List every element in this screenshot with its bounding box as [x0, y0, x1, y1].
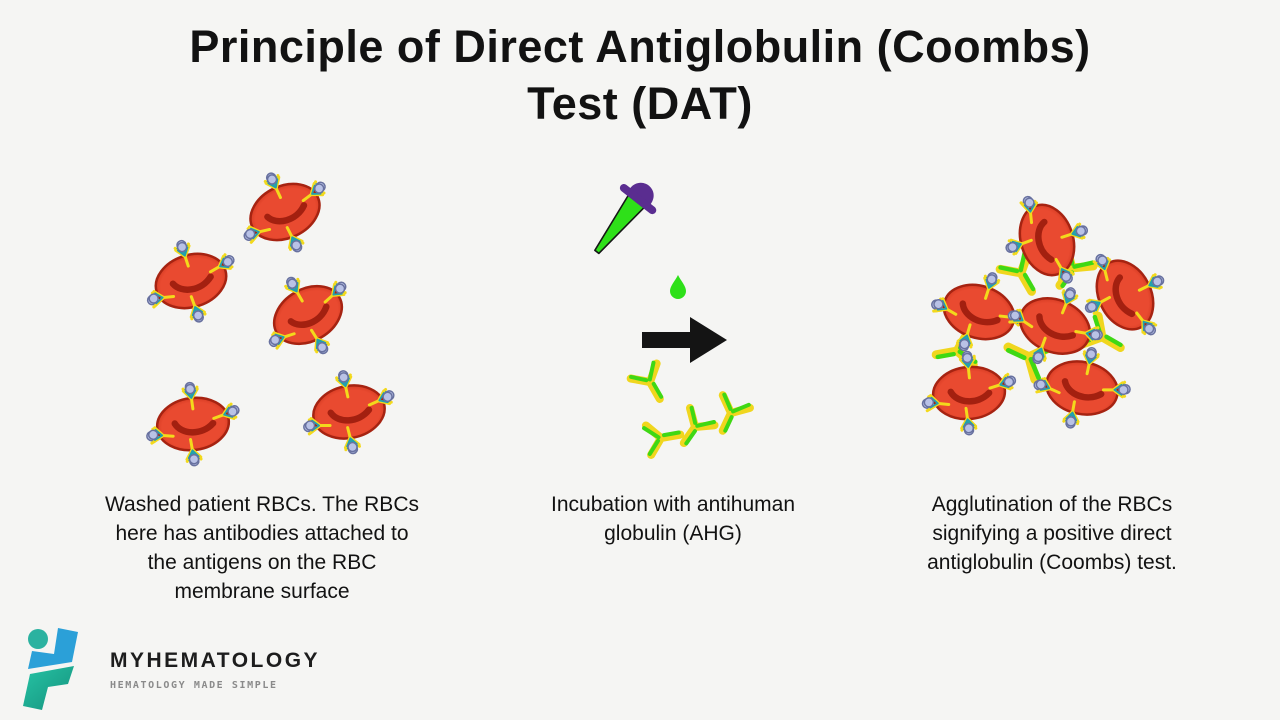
caption-incubation: Incubation with antihuman globulin (AHG) — [551, 493, 795, 545]
ahg-antibody-icon — [672, 406, 716, 451]
brand-logo: MYHEMATOLOGY HEMATOLOGY MADE SIMPLE — [16, 626, 320, 714]
myhematology-logo-icon — [23, 628, 78, 710]
washed-rbcs-illustration — [115, 150, 455, 475]
caption-agglutination: Agglutination of the RBCs signifying a p… — [927, 493, 1177, 574]
ahg-antibody-icon — [709, 393, 751, 437]
rbc-icon — [916, 347, 1022, 440]
rbc-icon — [293, 361, 406, 463]
rbc-icon — [139, 376, 247, 472]
rbc-icon — [992, 181, 1101, 299]
dropper-icon — [594, 182, 657, 255]
rbc-icon — [132, 226, 250, 335]
ahg-antibody-icon — [644, 420, 683, 455]
brand-tagline: HEMATOLOGY MADE SIMPLE — [110, 680, 278, 691]
rbc-icon — [245, 255, 371, 376]
agglutination-illustration — [880, 155, 1220, 480]
ahg-incubation-illustration — [594, 182, 800, 475]
page-title: Principle of Direct Antiglobulin (Coombs… — [189, 21, 1091, 129]
arrow-right-icon — [642, 317, 727, 363]
droplet-icon — [670, 275, 686, 299]
caption-washed-rbcs: Washed patient RBCs. The RBCs here has a… — [105, 493, 419, 603]
ahg-antibody-icon — [630, 362, 673, 407]
rbc-icon — [223, 154, 347, 271]
brand-name: MYHEMATOLOGY — [110, 649, 321, 672]
